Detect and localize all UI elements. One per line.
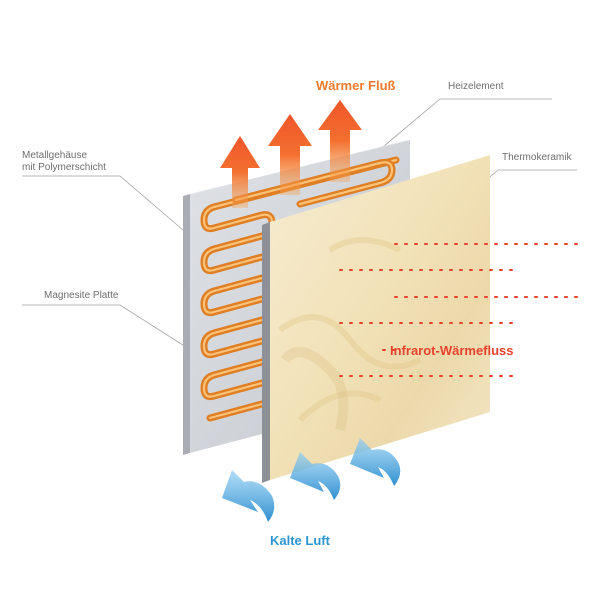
ceramic-veins: [278, 237, 422, 423]
warm-air-arrow-icon: [318, 100, 362, 182]
back-panel-edge: [183, 194, 190, 455]
ceramic-panel-edge: [262, 222, 270, 483]
warm-air-arrow-icon: [220, 136, 260, 208]
infrared-flow-lines: [339, 243, 581, 377]
leader-magnesite: [22, 304, 201, 357]
ceramic-panel: [262, 155, 490, 483]
ceramic-panel-face: [270, 155, 490, 480]
leader-metallgehaeuse: [22, 175, 191, 237]
thermoceramic-label: Thermokeramik: [502, 152, 572, 163]
cold-air-arrows: [222, 438, 401, 522]
cold-air-label: Kalte Luft: [270, 533, 330, 548]
cold-air-arrow-icon: [222, 470, 275, 522]
warm-air-arrows: [220, 100, 362, 208]
metal-housing-label-line2: mit Polymerschicht: [22, 162, 106, 173]
warm-flow-label: Wärmer Fluß: [316, 78, 396, 93]
metal-housing-label-line1: Metallgehäuse: [22, 150, 88, 161]
cold-air-arrow-icon: [350, 438, 401, 486]
infrared-flow-label: Infrarot-Wärmefluss: [390, 343, 514, 358]
metal-housing-label: Metallgehäuse mit Polymerschicht: [22, 150, 106, 174]
cold-air-arrow-icon: [290, 452, 341, 500]
heating-element-label: Heizelement: [448, 81, 504, 92]
magnesite-plate-label: Magnesite Platte: [44, 290, 119, 301]
warm-air-arrow-icon: [268, 114, 312, 195]
